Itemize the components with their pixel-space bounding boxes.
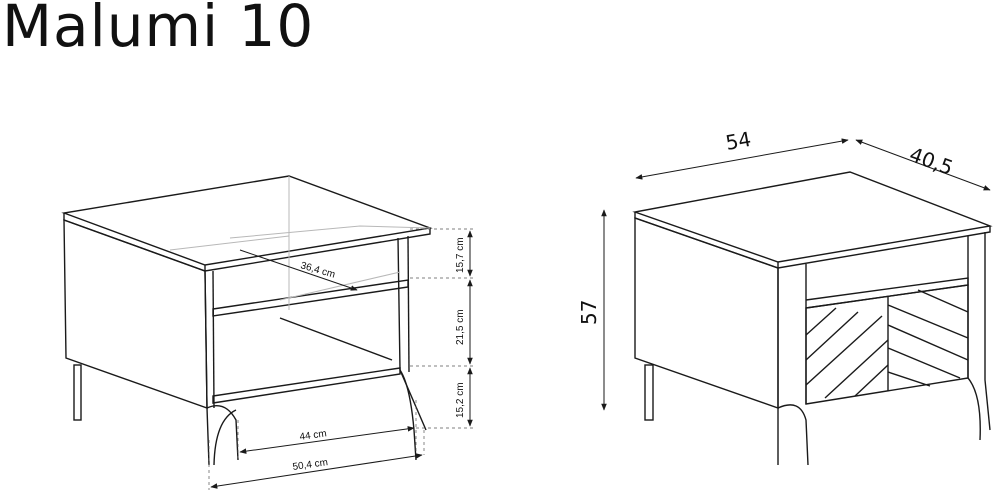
- dim-top-gap: 15,7 cm: [455, 237, 466, 273]
- dim-inner-depth: 36,4 cm: [299, 260, 336, 280]
- left-rear-leg: [73, 364, 82, 421]
- left-front-arch: [206, 369, 417, 461]
- chevron-pattern: [805, 289, 969, 399]
- right-top-edge: [634, 212, 991, 269]
- product-title: Malumi 10: [2, 0, 315, 60]
- right-drawer-front: [805, 284, 969, 405]
- left-top-edge: [63, 213, 431, 272]
- dim-depth: 40,5: [906, 142, 956, 180]
- left-table-view: 36,4 cm 15,7 cm 21,5 cm 15,2 cm 44 cm 50…: [61, 175, 474, 490]
- left-front-post-right: [397, 237, 427, 431]
- dim-inner-width: 44 cm: [299, 428, 328, 443]
- right-table-view: 54 40,5 57: [577, 127, 993, 466]
- dim-bottom-gap: 15,2 cm: [455, 382, 466, 418]
- dim-middle-gap: 21,5 cm: [455, 309, 466, 345]
- right-rear-leg: [644, 364, 654, 421]
- left-front-post-left: [204, 270, 210, 466]
- right-side-panel: [634, 217, 779, 409]
- left-middle-shelf: [212, 279, 409, 317]
- dim-width: 54: [724, 127, 753, 155]
- dim-height: 57: [577, 300, 601, 325]
- right-open-shelf: [805, 277, 969, 309]
- right-top-surface: [632, 171, 993, 263]
- right-front-arch: [777, 377, 981, 466]
- dim-overall-width: 50,4 cm: [292, 457, 329, 473]
- left-top-surface: [61, 175, 433, 266]
- left-bottom-board: [212, 367, 401, 404]
